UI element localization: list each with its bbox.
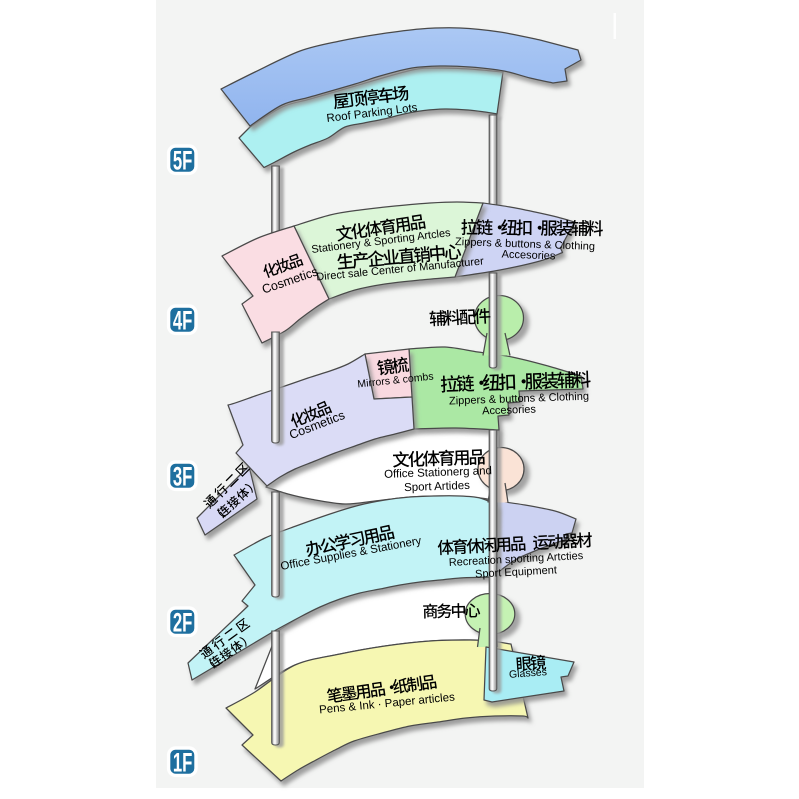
svg-text:Sport Equipment: Sport Equipment	[475, 564, 557, 580]
svg-text:Glasses: Glasses	[509, 666, 548, 681]
svg-text:2F: 2F	[173, 608, 193, 638]
svg-text:1F: 1F	[173, 748, 193, 778]
svg-text:Accesories: Accesories	[501, 249, 556, 263]
svg-text:Zippers & buttons & Clothing: Zippers & buttons & Clothing	[455, 236, 595, 253]
svg-text:4F: 4F	[173, 306, 193, 336]
svg-text:3F: 3F	[173, 462, 193, 492]
svg-text:Office Stationerg and: Office Stationerg and	[384, 465, 492, 481]
svg-text:Zippers & buttons & Clothing: Zippers & buttons & Clothing	[449, 391, 589, 408]
svg-text:5F: 5F	[173, 146, 193, 176]
svg-text:Accesories: Accesories	[482, 404, 537, 418]
svg-text:Sport Artides: Sport Artides	[404, 480, 470, 494]
